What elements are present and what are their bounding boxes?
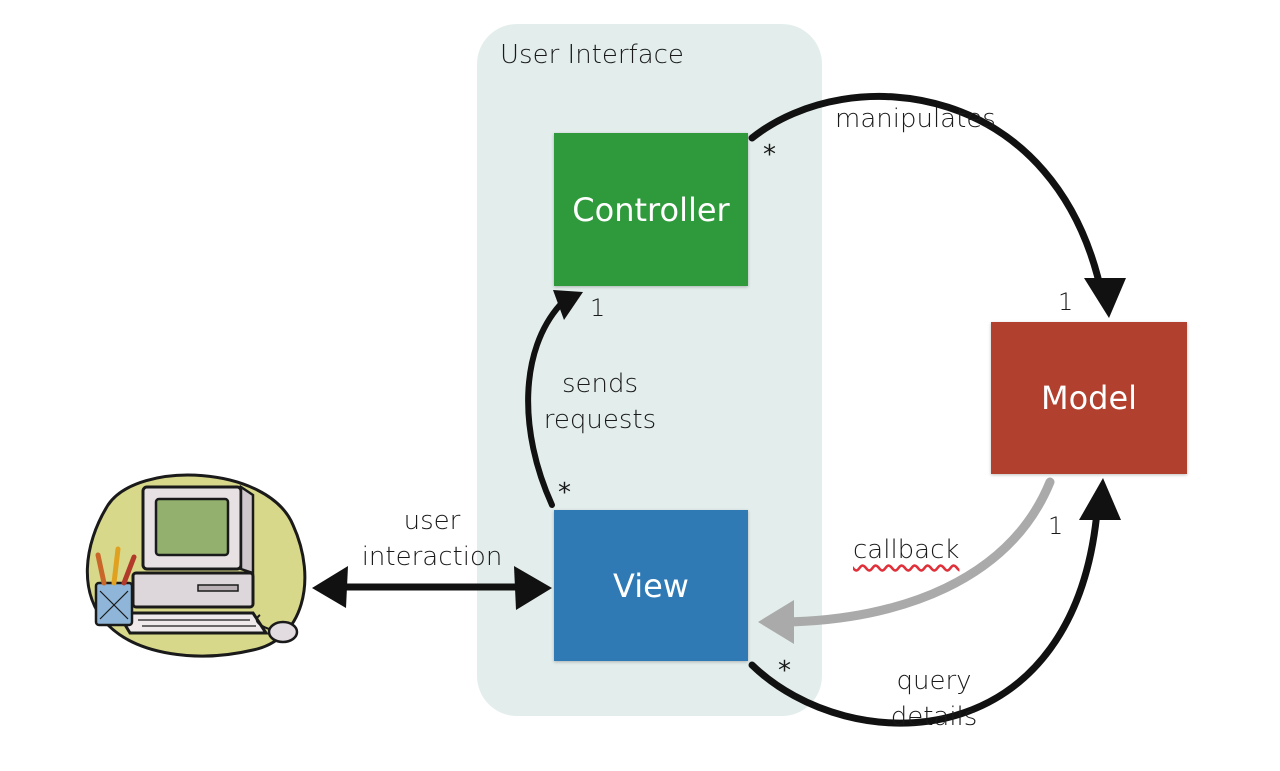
manipulates-label: manipulates xyxy=(835,104,996,134)
controller-manipulates-multiplicity: * xyxy=(763,140,776,170)
user-interface-title: User Interface xyxy=(500,40,684,70)
model-box: Model xyxy=(991,322,1187,474)
model-manipulated-multiplicity: 1 xyxy=(1058,288,1074,316)
user-interaction-arrowhead-right xyxy=(514,566,552,610)
query-details-label: query details xyxy=(884,663,984,735)
callback-label: callback xyxy=(853,535,960,565)
computer-clipart-icon xyxy=(85,473,307,658)
callback-arrowhead xyxy=(758,600,794,644)
query-details-label-line2: details xyxy=(890,702,978,732)
manipulates-arrowhead xyxy=(1084,278,1126,318)
user-interaction-label: user interaction xyxy=(358,503,506,575)
controller-label: Controller xyxy=(572,190,730,229)
manipulates-arrow xyxy=(748,92,1107,304)
query-details-arrowhead xyxy=(1079,478,1121,520)
controller-requests-multiplicity: 1 xyxy=(590,294,606,322)
callback-arrow xyxy=(780,477,1055,627)
sends-requests-label: sends requests xyxy=(540,366,660,438)
view-box: View xyxy=(554,510,748,661)
view-requests-multiplicity: * xyxy=(558,478,571,508)
view-label: View xyxy=(613,566,689,605)
sends-requests-label-line1: sends xyxy=(561,369,639,399)
model-label: Model xyxy=(1040,379,1138,417)
user-interaction-arrowhead-left xyxy=(312,566,348,608)
user-interaction-label-line2: interaction xyxy=(361,542,503,572)
sends-requests-arrow xyxy=(525,302,563,508)
controller-box: Controller xyxy=(554,133,748,286)
query-details-label-line1: query xyxy=(896,666,972,696)
model-query-multiplicity: 1 xyxy=(1048,512,1064,540)
view-query-multiplicity: * xyxy=(778,656,791,686)
sends-requests-arrowhead xyxy=(553,290,583,320)
user-interaction-label-line1: user xyxy=(403,506,461,536)
query-details-arrow xyxy=(748,496,1102,727)
sends-requests-label-line2: requests xyxy=(543,405,657,435)
